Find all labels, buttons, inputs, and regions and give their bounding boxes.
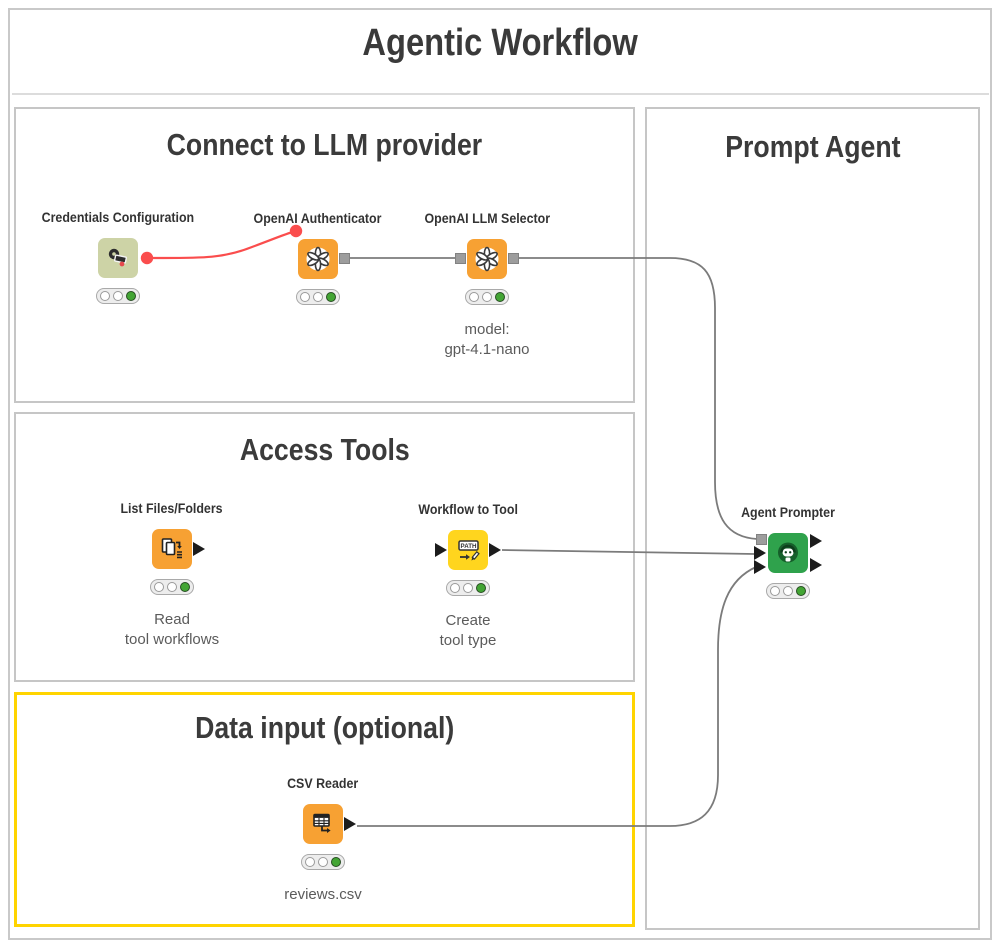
input-port-agent-tools[interactable]: [754, 546, 766, 560]
robot-icon: [778, 542, 798, 563]
node-label: List Files/Folders: [120, 501, 224, 516]
node-annotation-read-tools: Read tool workflows: [124, 611, 220, 649]
status-dot-green: [331, 857, 341, 867]
input-port-agent-llm[interactable]: [756, 534, 767, 545]
status-dot-red: [469, 292, 479, 302]
openai-icon: [306, 246, 330, 272]
node-body-list-files-folders[interactable]: [152, 529, 205, 569]
output-port-agent-top[interactable]: [810, 534, 822, 548]
status-dot-green: [476, 583, 486, 593]
key-icon: [108, 248, 128, 267]
input-port-workflow-to-tool[interactable]: [435, 543, 447, 557]
group-title-data-input: Data input (optional): [194, 710, 455, 745]
node-label: Credentials Configuration: [41, 210, 195, 225]
node-label: CSV Reader: [287, 776, 359, 791]
status-dot-yellow: [318, 857, 328, 867]
output-port-csv-reader[interactable]: [344, 817, 356, 831]
node-status-traffic-light: [296, 289, 340, 305]
node-label: OpenAI Authenticator: [254, 211, 382, 226]
output-port-authenticator[interactable]: [339, 253, 350, 264]
output-port-list-files[interactable]: [193, 542, 205, 556]
svg-text:PATH: PATH: [460, 543, 476, 550]
status-dot-red: [450, 583, 460, 593]
status-dot-red: [770, 586, 780, 596]
status-dot-red: [300, 292, 310, 302]
status-dot-yellow: [313, 292, 323, 302]
output-port-workflow-to-tool[interactable]: [489, 543, 501, 557]
status-dot-yellow: [113, 291, 123, 301]
status-dot-green: [180, 582, 190, 592]
node-workflow-to-tool[interactable]: Workflow to Tool PATH Create tool: [418, 502, 518, 649]
status-dot-green: [126, 291, 136, 301]
node-status-traffic-light: [150, 579, 194, 595]
node-status-traffic-light: [766, 583, 810, 599]
status-dot-yellow: [482, 292, 492, 302]
output-port-agent-bottom[interactable]: [810, 558, 822, 572]
node-body-workflow-to-tool[interactable]: PATH: [435, 530, 501, 570]
page-title: Agentic Workflow: [362, 22, 638, 64]
node-body-agent-prompter[interactable]: [754, 533, 822, 574]
status-dot-green: [326, 292, 336, 302]
status-dot-green: [796, 586, 806, 596]
node-agent-prompter[interactable]: Agent Prompter: [741, 505, 835, 599]
node-list-files-folders[interactable]: List Files/Folders Read tool workflows: [121, 501, 223, 648]
openai-icon: [475, 246, 499, 272]
node-label: Workflow to Tool: [418, 502, 518, 517]
workflow-outer-annotation: [8, 8, 992, 940]
node-status-traffic-light: [96, 288, 140, 304]
node-body-openai-llm-selector[interactable]: [455, 239, 519, 279]
node-openai-llm-selector[interactable]: OpenAI LLM Selector mo: [424, 211, 550, 358]
node-status-traffic-light: [301, 854, 345, 870]
files-list-icon: [161, 538, 182, 559]
node-annotation-create-tool: Create tool type: [439, 612, 497, 650]
input-port-llm-selector[interactable]: [455, 253, 466, 264]
node-body-credentials-configuration[interactable]: [98, 238, 138, 278]
status-dot-yellow: [167, 582, 177, 592]
node-status-traffic-light: [465, 289, 509, 305]
output-port-llm-selector[interactable]: [508, 253, 519, 264]
path-pencil-icon: PATH: [457, 539, 480, 560]
status-dot-red: [100, 291, 110, 301]
title-divider: [12, 93, 989, 95]
node-body-csv-reader[interactable]: [303, 804, 356, 844]
node-annotation-reviews-csv: reviews.csv: [284, 886, 362, 903]
group-title-access-tools: Access Tools: [239, 432, 410, 467]
status-dot-yellow: [463, 583, 473, 593]
node-status-traffic-light: [446, 580, 490, 596]
node-label: OpenAI LLM Selector: [424, 211, 550, 226]
table-arrow-icon: [313, 813, 331, 833]
status-dot-yellow: [783, 586, 793, 596]
node-body-openai-authenticator[interactable]: [298, 239, 350, 279]
group-title-llm-provider: Connect to LLM provider: [166, 127, 483, 162]
node-csv-reader[interactable]: CSV Reader reviews.csv: [284, 776, 362, 903]
status-dot-green: [495, 292, 505, 302]
node-openai-authenticator[interactable]: OpenAI Authenticator: [254, 211, 382, 305]
node-annotation-model: model: gpt-4.1-nano: [444, 321, 530, 359]
input-port-agent-data[interactable]: [754, 560, 766, 574]
node-label: Agent Prompter: [741, 505, 835, 520]
group-title-prompt-agent: Prompt Agent: [724, 129, 901, 164]
node-credentials-configuration[interactable]: Credentials Configuration: [42, 210, 194, 304]
status-dot-red: [154, 582, 164, 592]
status-dot-red: [305, 857, 315, 867]
